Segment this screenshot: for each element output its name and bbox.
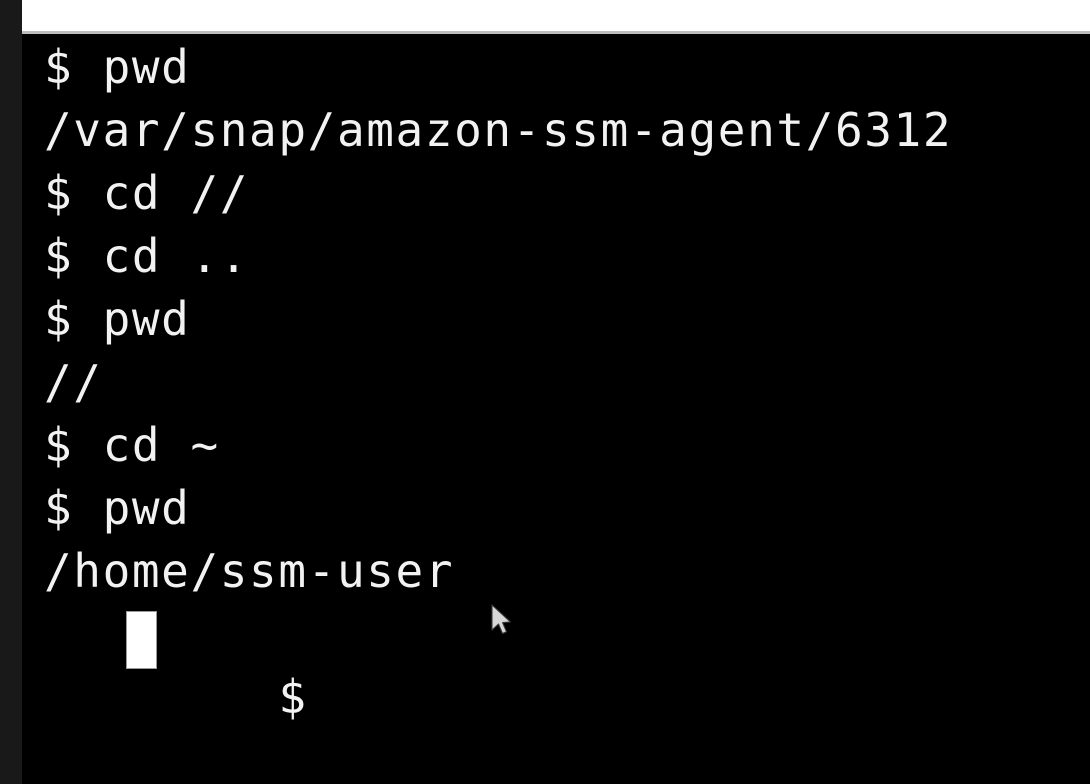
terminal-line: /var/snap/amazon-ssm-agent/6312 (44, 103, 953, 157)
terminal-line: // (44, 355, 103, 409)
text-cursor-block (126, 611, 157, 669)
terminal-line-list: $ pwd /var/snap/amazon-ssm-agent/6312 $ … (44, 36, 1090, 724)
terminal-active-prompt-line[interactable]: $ (44, 603, 1090, 724)
terminal-line: $ pwd (44, 292, 191, 346)
band-separator (22, 31, 1090, 34)
terminal-line: $ cd // (44, 166, 250, 220)
terminal-line: $ pwd (44, 40, 191, 94)
prompt-symbol: $ (278, 670, 337, 724)
terminal-output-area[interactable]: $ pwd /var/snap/amazon-ssm-agent/6312 $ … (22, 34, 1090, 784)
terminal-line: $ cd ~ (44, 418, 220, 472)
terminal-line: /home/ssm-user (44, 544, 455, 598)
terminal-line: $ pwd (44, 481, 191, 535)
terminal-line: $ cd .. (44, 229, 250, 283)
window-left-gutter (0, 0, 22, 784)
top-white-band (22, 0, 1090, 31)
